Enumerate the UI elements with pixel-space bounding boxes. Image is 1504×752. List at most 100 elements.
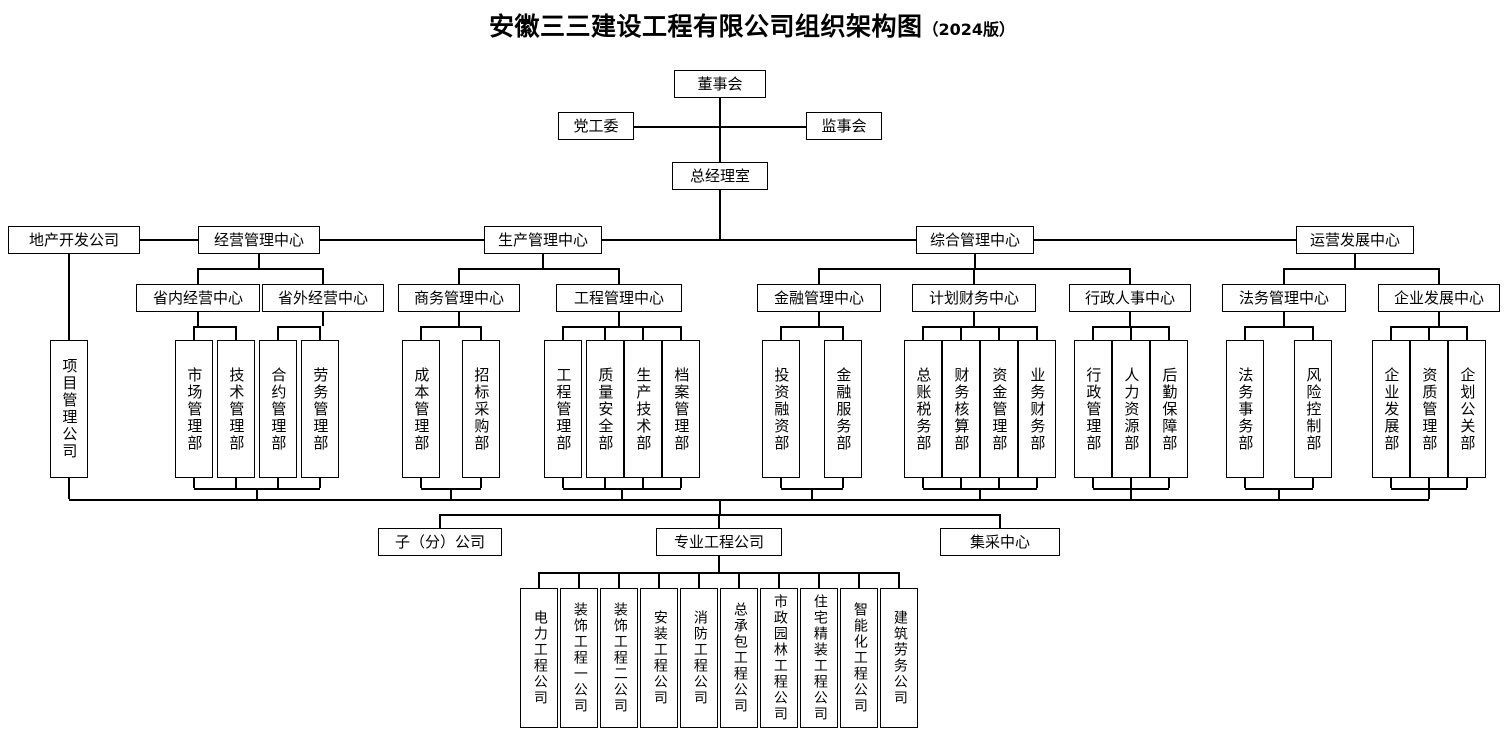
box-eco-installation[interactable]: 安装工程公司: [640, 588, 678, 728]
connector-drop: [1129, 312, 1131, 326]
box-dept-labor-mgmt[interactable]: 劳务管理部: [301, 340, 339, 478]
box-board[interactable]: 董事会: [674, 70, 766, 98]
box-dept-risk-control[interactable]: 风险控制部: [1294, 340, 1332, 478]
connector-drop: [858, 572, 860, 588]
connector-drop: [1312, 478, 1314, 488]
box-sub-legal-mgmt[interactable]: 法务管理中心: [1222, 284, 1346, 312]
connector-drop: [578, 572, 580, 588]
box-dept-market-mgmt[interactable]: 市场管理部: [175, 340, 213, 478]
box-gm-office[interactable]: 总经理室: [672, 162, 768, 190]
box-subsidiary-branch[interactable]: 子（分）公司: [378, 528, 502, 556]
box-dept-production-technology[interactable]: 生产技术部: [624, 340, 662, 478]
box-dept-business-finance[interactable]: 业务财务部: [1018, 340, 1056, 478]
box-sub-enterprise-dev[interactable]: 企业发展中心: [1378, 284, 1500, 312]
box-sub-business-mgmt[interactable]: 商务管理中心: [398, 284, 520, 312]
box-specialty-engineering-co[interactable]: 专业工程公司: [656, 528, 782, 556]
box-eco-municipal-landscape[interactable]: 市政园林工程公司: [760, 588, 798, 728]
box-sub-plan-finance[interactable]: 计划财务中心: [912, 284, 1036, 312]
box-eco-residential-finishing[interactable]: 住宅精装工程公司: [800, 588, 838, 728]
connector-drop: [979, 488, 981, 499]
connector-drop: [1390, 326, 1392, 340]
connector-party-supervisors: [634, 126, 806, 128]
box-dept-ledger-tax[interactable]: 总账税务部: [904, 340, 942, 478]
title-edition: （2024版）: [922, 20, 1016, 39]
connector-bracket: [459, 268, 619, 270]
connector-drop: [642, 326, 644, 340]
connector-drop: [898, 572, 900, 588]
connector-drop: [998, 326, 1000, 340]
box-dept-investment-financing[interactable]: 投资融资部: [762, 340, 800, 478]
box-dept-quality-safety[interactable]: 质量安全部: [586, 340, 624, 478]
connector-bracket: [198, 268, 323, 270]
connector-drop: [1130, 326, 1132, 340]
connector-drop: [322, 268, 324, 284]
connector-bracket: [1284, 268, 1439, 270]
connector-drop: [1428, 478, 1430, 488]
box-dept-cost-mgmt[interactable]: 成本管理部: [402, 340, 440, 478]
box-dept-fund-mgmt[interactable]: 资金管理部: [980, 340, 1018, 478]
connector-drop: [1129, 268, 1131, 284]
box-dept-financial-services[interactable]: 金融服务部: [824, 340, 862, 478]
box-eco-fire-protection[interactable]: 消防工程公司: [680, 588, 718, 728]
box-sub-finance-capital[interactable]: 金融管理中心: [757, 284, 881, 312]
box-dept-logistics-support[interactable]: 后勤保障部: [1150, 340, 1188, 478]
connector-drop: [1438, 268, 1440, 284]
connector-bracket: [421, 326, 481, 328]
box-dept-accounting[interactable]: 财务核算部: [942, 340, 980, 478]
box-eco-decoration-1[interactable]: 装饰工程一公司: [560, 588, 598, 728]
box-dept-technical-mgmt[interactable]: 技术管理部: [217, 340, 255, 478]
box-dept-human-resources[interactable]: 人力资源部: [1112, 340, 1150, 478]
connector-eco-bracket: [539, 572, 899, 574]
box-center-production-mgmt[interactable]: 生产管理中心: [484, 226, 602, 254]
box-eco-power[interactable]: 电力工程公司: [520, 588, 558, 728]
box-dept-bidding-procurement[interactable]: 招标采购部: [462, 340, 500, 478]
box-dept-planning-pr[interactable]: 企划公关部: [1448, 340, 1486, 478]
box-dept-engineering-mgmt[interactable]: 工程管理部: [544, 340, 582, 478]
box-dept-qualification-mgmt[interactable]: 资质管理部: [1410, 340, 1448, 478]
box-sub-province-inner[interactable]: 省内经营中心: [136, 284, 260, 312]
connector-drop: [193, 326, 195, 340]
box-sub-admin-hr[interactable]: 行政人事中心: [1069, 284, 1191, 312]
connector-center-bus-1: [140, 239, 198, 241]
connector-drop: [818, 312, 820, 326]
box-supervisory-board[interactable]: 监事会: [806, 112, 882, 140]
box-party-committee[interactable]: 党工委: [558, 112, 634, 140]
box-dept-project-mgmt-co[interactable]: 项目管理公司: [50, 340, 88, 478]
box-eco-intelligent[interactable]: 智能化工程公司: [840, 588, 878, 728]
box-dept-legal-affairs[interactable]: 法务事务部: [1226, 340, 1264, 478]
box-dept-archives-mgmt[interactable]: 档案管理部: [662, 340, 700, 478]
connector-drop: [1036, 478, 1038, 488]
connector-drop: [1130, 488, 1132, 499]
box-dept-enterprise-development[interactable]: 企业发展部: [1372, 340, 1410, 478]
connector-drop: [922, 478, 924, 488]
box-eco-general-contracting[interactable]: 总承包工程公司: [720, 588, 758, 728]
connector-drop: [277, 478, 279, 488]
connector-drop: [642, 478, 644, 488]
connector-main-bus: [69, 499, 1429, 501]
box-dept-administration[interactable]: 行政管理部: [1074, 340, 1112, 478]
connector-drop: [1168, 326, 1170, 340]
connector-drop: [1244, 326, 1246, 340]
box-center-operations-mgmt[interactable]: 经营管理中心: [198, 226, 320, 254]
connector-drop: [1092, 478, 1094, 488]
box-eco-construction-labor[interactable]: 建筑劳务公司: [880, 588, 918, 728]
connector-drop: [818, 572, 820, 588]
box-sub-province-outer[interactable]: 省外经营中心: [262, 284, 384, 312]
connector-drop: [1428, 488, 1430, 499]
connector-drop: [277, 326, 279, 340]
connector-drop: [258, 254, 260, 268]
box-centralized-procurement[interactable]: 集采中心: [940, 528, 1060, 556]
connector-drop: [680, 478, 682, 488]
connector-drop: [197, 312, 199, 326]
connector-drop: [698, 572, 700, 588]
connector-drop: [973, 268, 975, 284]
box-sub-engineering-mgmt[interactable]: 工程管理中心: [556, 284, 682, 312]
connector-drop: [998, 478, 1000, 488]
box-center-comprehensive-mgmt[interactable]: 综合管理中心: [916, 226, 1034, 254]
box-dept-contract-mgmt[interactable]: 合约管理部: [259, 340, 297, 478]
connector-board-to-gm: [719, 98, 721, 162]
box-eco-decoration-2[interactable]: 装饰工程二公司: [600, 588, 638, 728]
box-center-real-estate[interactable]: 地产开发公司: [8, 226, 140, 254]
box-center-operation-development[interactable]: 运营发展中心: [1296, 226, 1414, 254]
connector-drop: [319, 326, 321, 340]
